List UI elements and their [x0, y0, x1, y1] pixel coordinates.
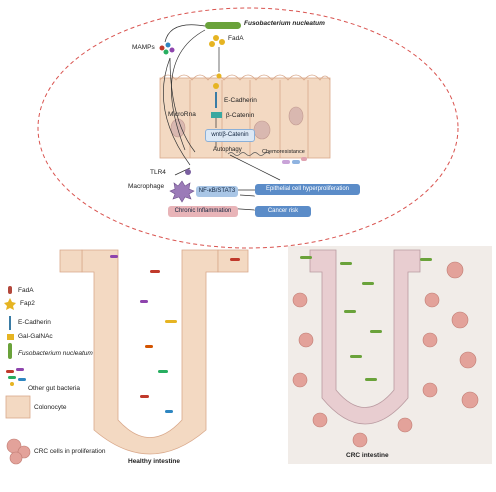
- legend-colonocyte: Colonocyte: [34, 404, 67, 411]
- legend-gut-bacteria: Other gut bacteria: [28, 385, 81, 392]
- fusobacterium-rod-top: [205, 22, 241, 29]
- inflammation-box: Chronic Inflammation: [168, 206, 238, 217]
- macrophage-cell: [169, 180, 195, 203]
- tlr4-label: TLR4: [150, 169, 166, 176]
- legend-crc-cells: CRC cells in proliferation: [34, 448, 106, 455]
- crc-lumen-fusobacteria: [300, 256, 432, 381]
- crc-crypt: [309, 249, 421, 425]
- mamps-label: MAMPs: [132, 44, 155, 51]
- microrna-label: MicroRna: [168, 111, 196, 118]
- healthy-crypt: [59, 249, 249, 455]
- legend-galgalnac-icon: [7, 334, 14, 340]
- nfkb-box: NF-κB/STAT3: [196, 186, 238, 197]
- healthy-lumen-bacteria: [110, 255, 240, 413]
- chemoresistance-label: Chemoresistance: [262, 149, 305, 155]
- macrophage-label: Macrophage: [128, 183, 165, 190]
- beta-catenin-label: β-Catenin: [226, 112, 255, 119]
- healthy-intestine-caption: Healthy intestine: [128, 458, 181, 465]
- legend-crc-cells-icon: [6, 438, 31, 465]
- hyperproliferation-box: Epithelial cell hyperproliferation: [255, 184, 360, 195]
- fada-molecules: [209, 35, 225, 89]
- mamps-cluster: [159, 42, 175, 55]
- legend-fap2-icon: [4, 298, 16, 310]
- dashed-pathway-outline: [37, 7, 459, 249]
- wnt-box: wnt/β-Catenin: [205, 129, 255, 142]
- autophagy-label: Autophagy: [213, 147, 242, 153]
- crc-proliferating-cells: [292, 261, 479, 448]
- legend-gut-bacteria-icon: [6, 368, 26, 386]
- legend-icons: [4, 286, 31, 465]
- epithelium-cells: [159, 74, 331, 159]
- legend-fada-icon: [8, 286, 12, 294]
- legend-galgalnac: Gal-GalNAc: [18, 333, 53, 340]
- cancer-risk-box: Cancer risk: [255, 206, 311, 217]
- autophagy-wave: [227, 152, 271, 156]
- e-cadherin-label: E-Cadherin: [224, 97, 257, 104]
- legend-colonocyte-icon: [5, 395, 31, 419]
- legend-fuso: Fusobacterium nucleatum: [18, 350, 93, 357]
- tlr4-receptor: [185, 169, 191, 175]
- chemoresistance-drugs: [282, 157, 307, 164]
- fada-label: FadA: [228, 35, 244, 42]
- fusobacterium-label: Fusobacterium nucleatum: [244, 20, 325, 27]
- legend-fap2: Fap2: [20, 300, 35, 307]
- legend-fada: FadA: [18, 287, 34, 294]
- crc-intestine-caption: CRC intestine: [346, 452, 389, 459]
- beta-catenin-marker: [211, 112, 222, 118]
- legend-fuso-icon: [8, 343, 12, 359]
- legend-e-cadherin: E-Cadherin: [18, 319, 51, 326]
